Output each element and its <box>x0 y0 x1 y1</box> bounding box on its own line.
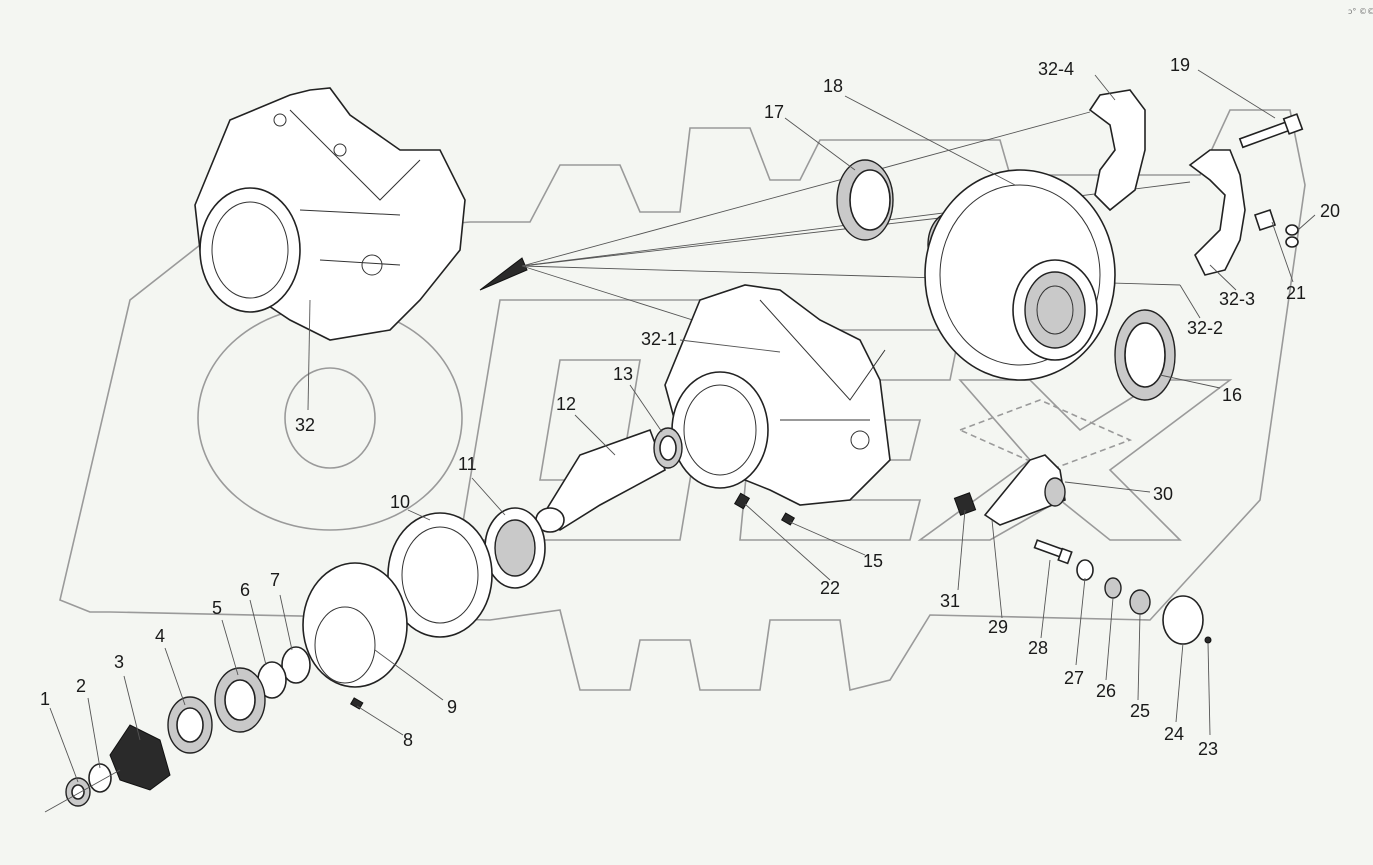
label-23: 23 <box>1198 739 1218 759</box>
label-3: 3 <box>114 652 124 672</box>
leader-lines <box>49 69 1316 783</box>
washer-27 <box>1076 559 1094 581</box>
corner-mark: ↄ° ©© <box>1348 7 1373 16</box>
cap-32-3 <box>1188 149 1246 276</box>
bolt-19 <box>1238 113 1304 149</box>
label-20: 20 <box>1320 201 1340 221</box>
label-8: 8 <box>403 730 413 750</box>
label-21: 21 <box>1286 283 1306 303</box>
ring-16 <box>1114 309 1176 401</box>
label-12: 12 <box>556 394 576 414</box>
label-19: 19 <box>1170 55 1190 75</box>
ring-4 <box>167 696 213 754</box>
lever-30 <box>983 454 1066 526</box>
bolt-28 <box>1033 539 1073 565</box>
pin-23 <box>1204 636 1212 644</box>
plate-21 <box>1253 208 1277 232</box>
housing-32 <box>194 87 466 341</box>
plug-15 <box>780 512 796 526</box>
label-13: 13 <box>613 364 633 384</box>
label-32: 32 <box>295 415 315 435</box>
label-6: 6 <box>240 580 250 600</box>
label-30: 30 <box>1153 484 1173 504</box>
label-29: 29 <box>988 617 1008 637</box>
plug-8 <box>349 697 364 710</box>
label-17: 17 <box>764 102 784 122</box>
shaft-12 <box>535 428 666 533</box>
gasket-10 <box>387 512 493 638</box>
ring-17 <box>836 159 894 241</box>
ring-7 <box>281 646 311 684</box>
plug-22 <box>733 492 751 510</box>
label-32-4: 32-4 <box>1038 59 1074 79</box>
part-labels: 1 2 3 4 5 6 7 8 9 10 11 12 13 15 16 17 1… <box>40 55 1340 759</box>
label-22: 22 <box>820 578 840 598</box>
cap-32-4 <box>1088 89 1146 212</box>
label-9: 9 <box>447 697 457 717</box>
watermark-gear <box>59 109 1306 691</box>
label-10: 10 <box>390 492 410 512</box>
label-4: 4 <box>155 626 165 646</box>
carrier-18 <box>924 169 1116 381</box>
label-31: 31 <box>940 591 960 611</box>
label-1: 1 <box>40 689 50 709</box>
label-11: 11 <box>458 454 477 474</box>
label-25: 25 <box>1130 701 1150 721</box>
ring-25 <box>1129 589 1151 615</box>
label-5: 5 <box>212 598 222 618</box>
ring-2 <box>88 763 112 793</box>
label-15: 15 <box>863 551 883 571</box>
label-24: 24 <box>1164 724 1184 744</box>
label-2: 2 <box>76 676 86 696</box>
label-32-3: 32-3 <box>1219 289 1255 309</box>
bearing-5 <box>214 667 266 733</box>
label-27: 27 <box>1064 668 1084 688</box>
label-7: 7 <box>270 570 280 590</box>
bearing-11 <box>484 507 546 589</box>
label-32-2: 32-2 <box>1187 318 1223 338</box>
seal-13 <box>653 427 683 469</box>
housing-32-1 <box>664 284 891 506</box>
label-18: 18 <box>823 76 843 96</box>
label-32-1: 32-1 <box>641 329 677 349</box>
label-26: 26 <box>1096 681 1116 701</box>
label-28: 28 <box>1028 638 1048 658</box>
cap-24 <box>1162 595 1204 645</box>
nut-1 <box>65 777 91 807</box>
pointer-triangle <box>479 257 528 291</box>
spring-31 <box>953 492 977 516</box>
flange-9 <box>302 562 408 688</box>
label-16: 16 <box>1222 385 1242 405</box>
washer-26 <box>1104 577 1122 599</box>
flange-3 <box>109 724 171 791</box>
washer-20 <box>1285 224 1299 248</box>
